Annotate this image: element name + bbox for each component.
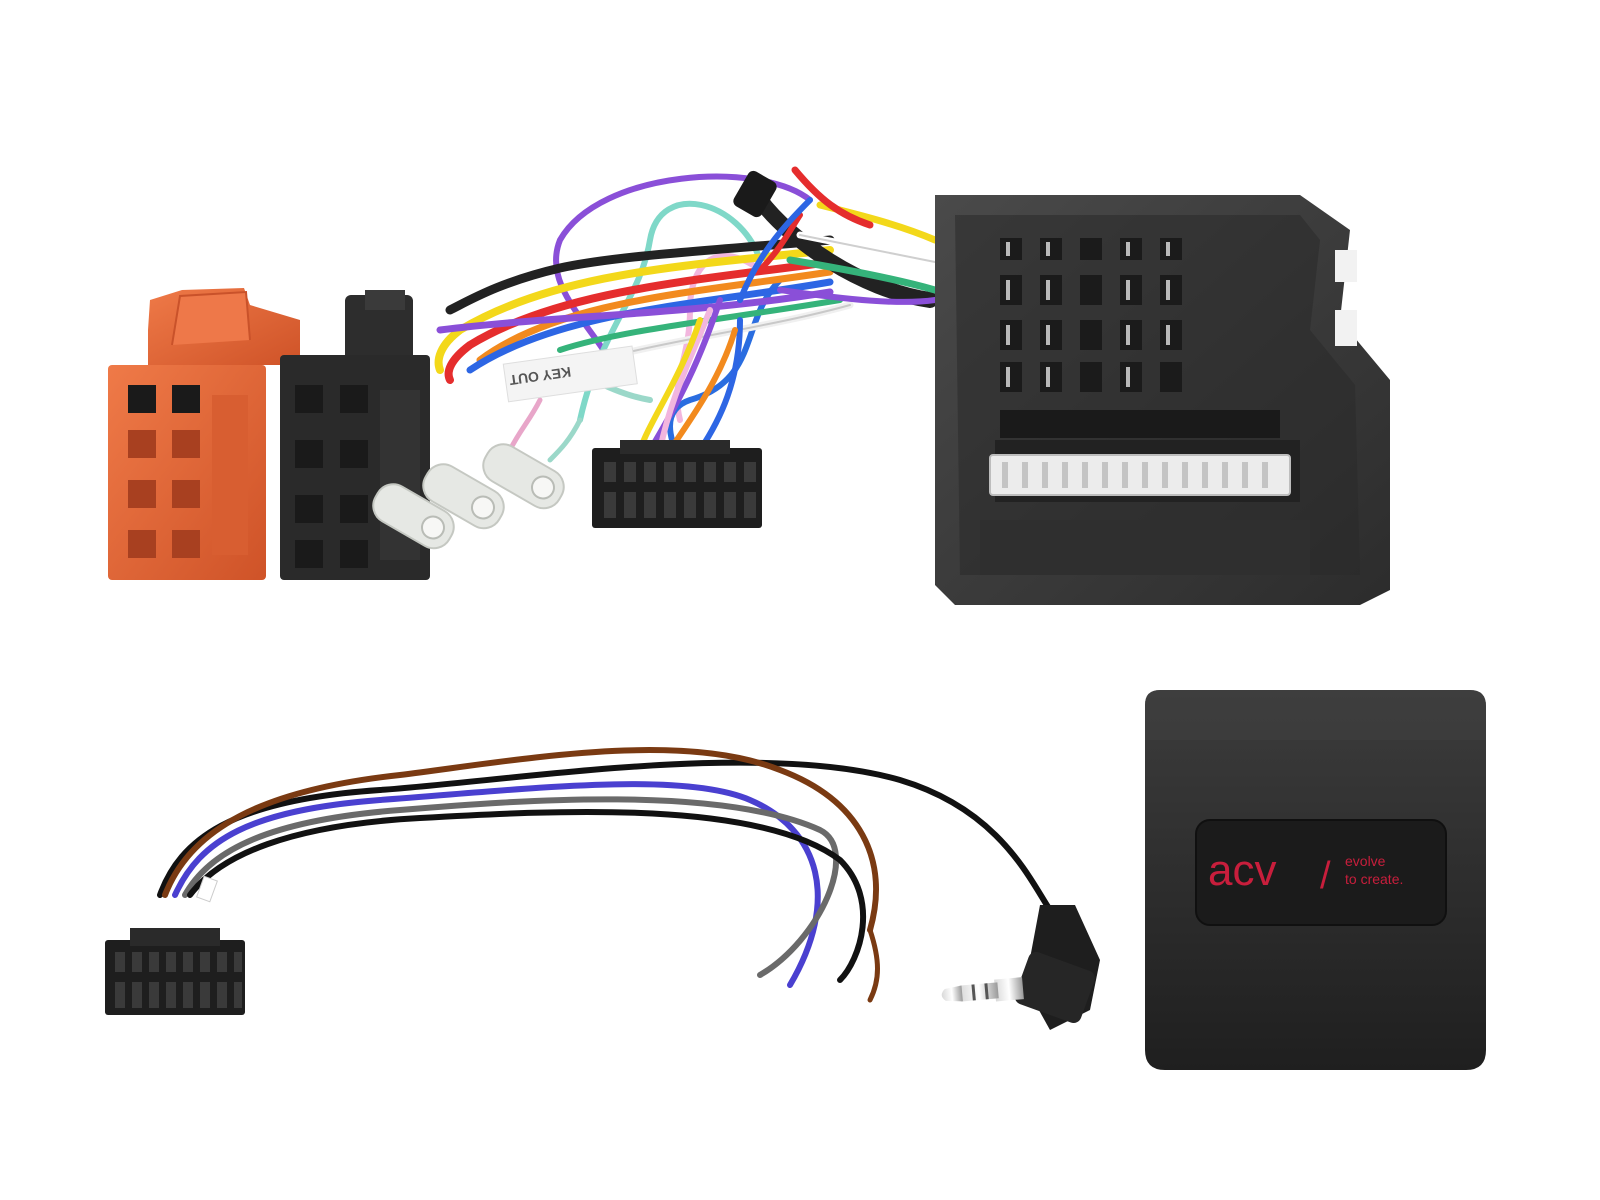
module-brand-logo: acv [1208, 846, 1276, 895]
module-brand-slash: / [1320, 855, 1331, 897]
iso-power-connector [108, 288, 300, 580]
headunit-16pin-connector-top [592, 440, 762, 528]
headunit-16pin-connector-bottom [105, 928, 245, 1015]
module-tagline-line2: to create. [1345, 871, 1403, 887]
interface-lead-wires [157, 747, 1053, 1003]
iso-power-pins [128, 385, 248, 558]
module-logo-plate [1195, 819, 1447, 926]
harness-label-tag: KEY OUT [502, 345, 638, 403]
module-tagline-line1: evolve [1345, 853, 1386, 869]
harness-wire-bundle [434, 166, 939, 463]
acv-interface-module: acv / evolve to create. [1145, 690, 1486, 1070]
quadlock-connector [935, 195, 1390, 605]
insulated-terminals [372, 443, 565, 550]
quadlock-pin-matrix [1000, 238, 1182, 392]
stereo-jack-plug [941, 905, 1100, 1030]
